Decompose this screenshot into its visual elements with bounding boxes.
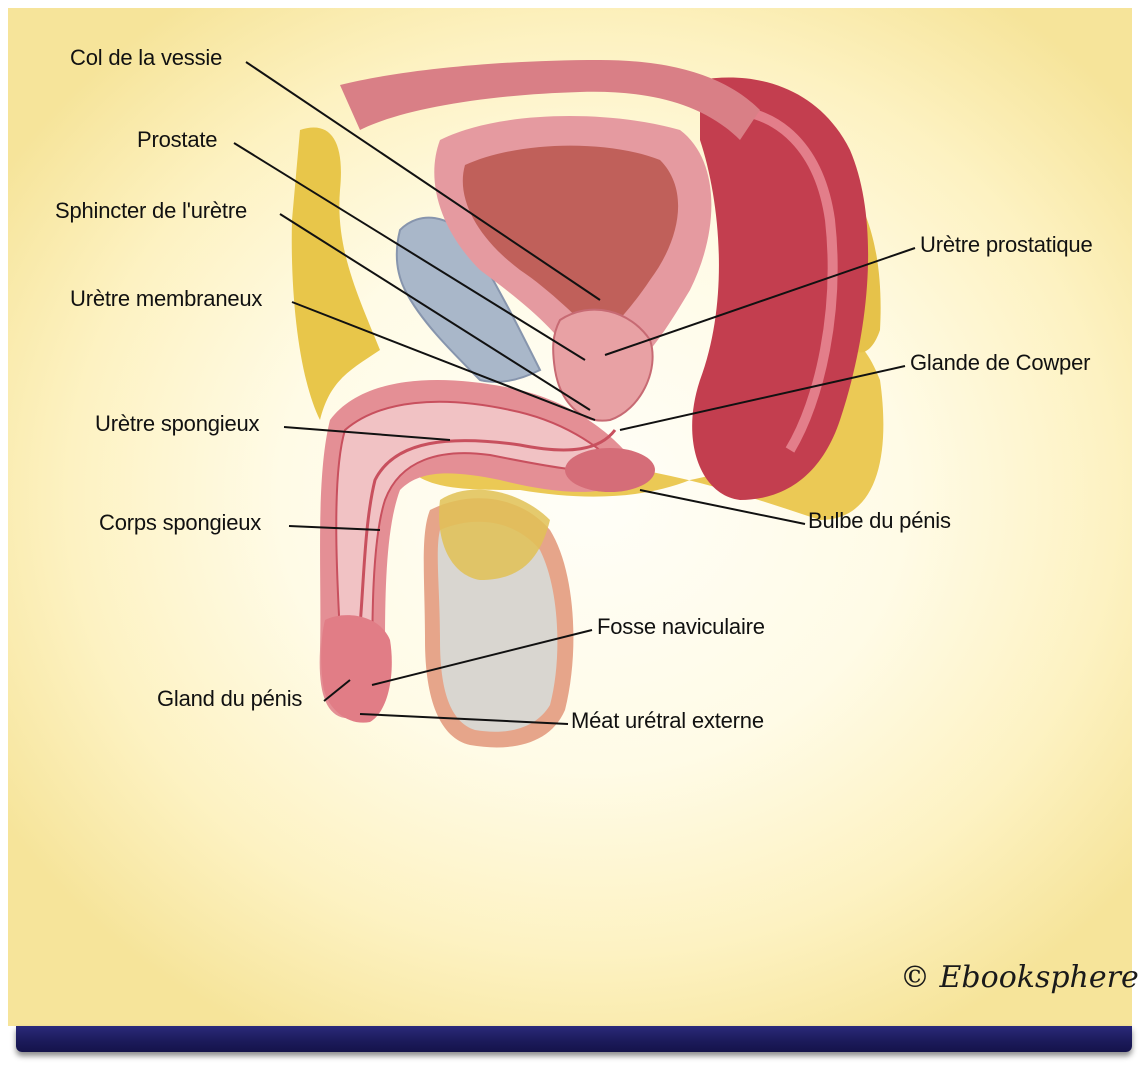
label-uretre-membraneux: Urètre membraneux [70, 286, 262, 312]
label-uretre-spongieux: Urètre spongieux [95, 411, 259, 437]
label-sphincter: Sphincter de l'urètre [55, 198, 247, 224]
copyright-watermark: © Ebooksphere.net [900, 960, 1140, 995]
label-uretre-prostatique: Urètre prostatique [920, 232, 1093, 258]
label-bulbe: Bulbe du pénis [808, 508, 951, 534]
label-corps-spongieux: Corps spongieux [99, 510, 261, 536]
label-glande-cowper: Glande de Cowper [910, 350, 1090, 376]
penile-bulb [565, 448, 655, 492]
fat-tissue-anterior [292, 128, 380, 421]
label-gland: Gland du pénis [157, 686, 302, 712]
label-fosse: Fosse naviculaire [597, 614, 765, 640]
label-col-vessie: Col de la vessie [70, 45, 222, 71]
label-meat: Méat urétral externe [571, 708, 764, 734]
prostate-gland [553, 310, 652, 421]
label-prostate: Prostate [137, 127, 217, 153]
